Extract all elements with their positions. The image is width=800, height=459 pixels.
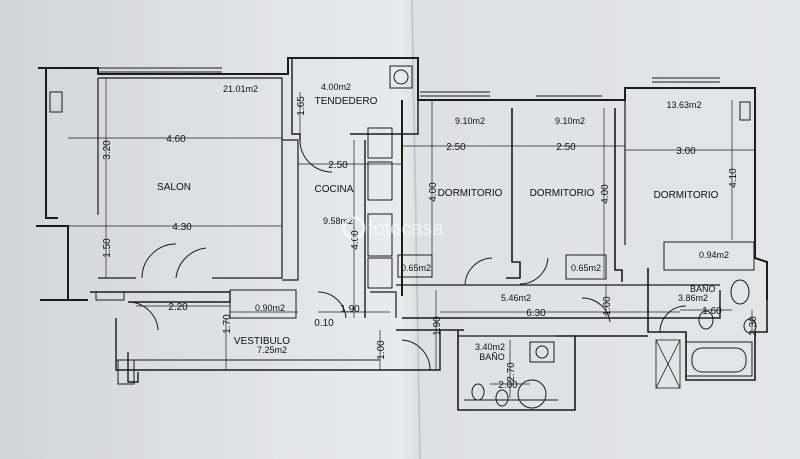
bano-1-area: 3.40m2 bbox=[475, 342, 505, 352]
dim-1-90-horizontal: 1.90 bbox=[340, 304, 360, 315]
cocina-label: COCINA bbox=[315, 184, 354, 195]
salon-label: SALON bbox=[157, 182, 191, 193]
tendedero-label: TENDEDERO bbox=[315, 96, 378, 107]
vestibulo-area: 7.25m2 bbox=[257, 345, 287, 355]
closet-d-area: 0.94m2 bbox=[699, 250, 729, 260]
closet-b-area: 0.65m2 bbox=[401, 263, 431, 273]
dim-cocina-width: 2.50 bbox=[328, 160, 348, 171]
dim-dormitorio-1-width: 2.50 bbox=[446, 142, 466, 153]
dim-1-90-vertical: 1.90 bbox=[432, 316, 443, 336]
dim-tendedero-height: 1.65 bbox=[296, 96, 307, 116]
dormitorio-1-area: 9.10m2 bbox=[455, 116, 485, 126]
dim-salon-height-bottom: 1.50 bbox=[102, 238, 113, 258]
bano-1-label: BAÑO bbox=[479, 352, 505, 362]
dormitorio-1-label: DORMITORIO bbox=[438, 188, 503, 199]
bano-2-area: 3.86m2 bbox=[678, 293, 708, 303]
walls bbox=[36, 57, 768, 411]
dim-1-00-left: 1.00 bbox=[376, 340, 387, 360]
dormitorio-3-area: 13.63m2 bbox=[666, 100, 701, 110]
dim-vestibulo-width: 2.20 bbox=[168, 302, 188, 313]
dim-salon-height-top: 3.20 bbox=[102, 140, 113, 160]
pasillo-area: 5.46m2 bbox=[501, 293, 531, 303]
dim-dormitorio-3-width: 3.00 bbox=[676, 146, 696, 157]
dim-dormitorio-3-height: 4.10 bbox=[728, 168, 739, 188]
dim-pasillo-width: 6.30 bbox=[526, 308, 546, 319]
paper-fold bbox=[411, 0, 421, 459]
tendedero-area: 4.00m2 bbox=[321, 82, 351, 92]
dim-bano-2-height: 2.30 bbox=[748, 316, 759, 336]
dimension-lines bbox=[68, 78, 755, 398]
closet-a-area: 0.90m2 bbox=[255, 303, 285, 313]
dim-salon-width-top: 4.60 bbox=[166, 134, 186, 145]
vestibulo-label: VESTIBULO bbox=[234, 336, 290, 347]
dim-dormitorio-1-height: 4.00 bbox=[428, 182, 439, 202]
fotocasa-logo-icon bbox=[342, 216, 366, 240]
dim-dormitorio-2-width: 2.50 bbox=[556, 142, 576, 153]
dormitorio-3-label: DORMITORIO bbox=[654, 190, 719, 201]
dim-bano-2-width: 1.60 bbox=[702, 306, 722, 317]
dim-0-10: 0.10 bbox=[314, 318, 334, 329]
salon-area: 21.01m2 bbox=[223, 84, 258, 94]
dim-bano-1-width: 2.00 bbox=[498, 380, 518, 391]
dim-bano-1-height: 2.70 bbox=[506, 362, 517, 382]
dormitorio-2-area: 9.10m2 bbox=[555, 116, 585, 126]
dim-cocina-height: 4.00 bbox=[350, 230, 361, 250]
fotocasa-watermark: fotocasa bbox=[342, 216, 444, 240]
closet-c-area: 0.65m2 bbox=[571, 263, 601, 273]
dim-dormitorio-2-height: 4.00 bbox=[600, 184, 611, 204]
dormitorio-2-label: DORMITORIO bbox=[530, 188, 595, 199]
dim-salon-width-bottom: 4.30 bbox=[172, 222, 192, 233]
watermark-text: fotocasa bbox=[368, 218, 444, 240]
dim-vestibulo-height: 1.70 bbox=[222, 314, 233, 334]
dim-1-00-right: 1.00 bbox=[602, 296, 613, 316]
bano-2-label: BAÑO bbox=[690, 284, 716, 294]
cocina-area: 9.58m2 bbox=[323, 216, 353, 226]
